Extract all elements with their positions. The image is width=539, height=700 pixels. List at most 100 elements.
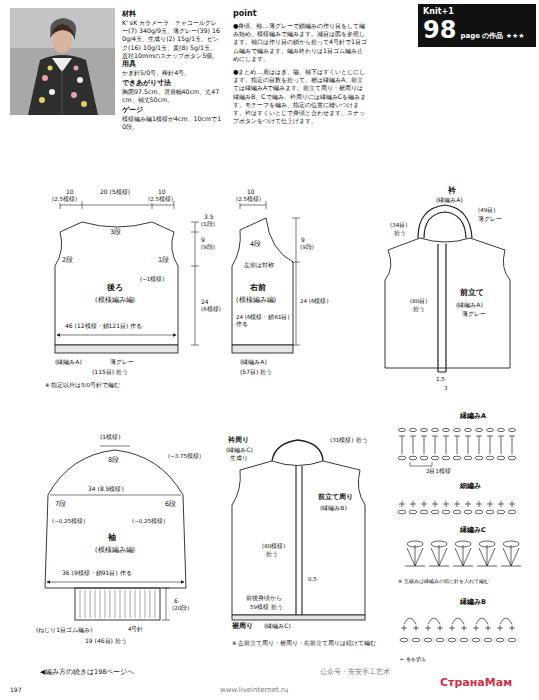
treble-stitch: [443, 436, 449, 454]
pattern-label: point: [233, 9, 256, 19]
title-text: 98: [423, 16, 456, 44]
treble-stitch: [399, 436, 405, 454]
dimension-line: [47, 582, 184, 583]
picot: [503, 541, 519, 547]
front-band: [438, 244, 446, 372]
pattern-label: 8段: [108, 456, 119, 464]
pattern-label: 薄グレー: [478, 216, 502, 223]
chain-stitch: [431, 456, 439, 460]
single-crochet: [509, 501, 515, 507]
pattern-label: ※ 五線みは縁編みの頭に針を入れて編む: [398, 578, 489, 585]
chain-stitch: [486, 510, 494, 514]
dimension-line: [50, 495, 181, 496]
watermark: www.liveinternet.ru: [220, 686, 288, 695]
chain-stitch: [436, 638, 444, 642]
pattern-label: できあがり寸法: [122, 79, 171, 88]
chain-stitch: [421, 428, 428, 431]
chain-stitch: [443, 428, 450, 431]
pattern-label: K' sK カラメーラ チャコールグレー(7) 340g/9玉、薄グレー(39)…: [122, 19, 222, 60]
chain-stitch: [412, 638, 420, 642]
pattern-label: (9段): [300, 244, 314, 251]
chain-stitch: [476, 428, 483, 431]
rib-line: [115, 590, 116, 618]
single-crochet: [401, 625, 407, 631]
pattern-label: 19 (46目) 拾う: [85, 637, 127, 645]
dimension-line: [57, 335, 176, 336]
pattern-label: 前後身頃から: [246, 595, 282, 602]
single-crochet: [425, 625, 431, 631]
chain-stitch: [497, 456, 505, 460]
pattern-label: 4号針: [128, 626, 144, 633]
chain-stitch: [453, 510, 461, 514]
pattern-label: 拾う: [413, 306, 425, 313]
chain-stitch: [454, 428, 461, 431]
pattern-label: (80目): [410, 298, 427, 305]
chain-stitch: [448, 638, 456, 642]
shell-stitch: [479, 545, 495, 566]
pattern-label: 1.5: [436, 376, 445, 383]
shell-stitch: [431, 545, 447, 566]
chain-stitch: [453, 456, 461, 460]
single-crochet: [432, 501, 438, 507]
chain-stitch: [432, 428, 439, 431]
single-crochet: [399, 501, 405, 507]
chain-stitch: [420, 510, 428, 514]
single-crochet: [449, 625, 455, 631]
pattern-label: 薄グレー: [110, 358, 134, 366]
chain-stitch: [398, 456, 406, 460]
single-crochet: [485, 625, 491, 631]
pattern-label: (115目) 拾う: [92, 368, 128, 376]
pattern-label: 拾う: [356, 437, 368, 444]
rib-line: [95, 590, 96, 618]
pattern-label: 縁編みC: [460, 526, 486, 534]
chain-stitch: [487, 428, 494, 431]
pattern-label: (縁編みA): [436, 196, 463, 204]
collar: [418, 205, 472, 238]
pattern-label: 3: [444, 385, 448, 392]
pattern-label: ← 糸を切る: [400, 656, 426, 663]
pattern-label: 用具: [122, 60, 136, 69]
pattern-label: (模様編み編): [95, 546, 135, 554]
chain-stitch: [400, 638, 408, 642]
chain-stitch: [464, 510, 472, 514]
chain-stitch: [475, 456, 483, 460]
single-crochet: [509, 625, 515, 631]
pattern-label: (1模様): [100, 433, 121, 441]
pattern-label: ※ 指定以外は5/0号針で編む: [45, 382, 120, 389]
pattern-label: 右前: [250, 283, 266, 293]
bracket: [410, 462, 432, 466]
shell-stitch: [503, 545, 519, 566]
treble-stitch: [432, 436, 438, 454]
pattern-label: 胸囲97.5cm、背肩幅40cm、丈47cm、袖丈50cm。: [122, 88, 222, 104]
chain-stitch: [498, 428, 505, 431]
chain-stitch: [398, 510, 406, 514]
shell-stitch: [407, 545, 423, 566]
dimension-line: [162, 588, 170, 620]
pattern-label: 10: [158, 188, 166, 196]
rib-line: [145, 590, 146, 618]
pattern-label: (9段): [201, 244, 215, 251]
rib-line: [125, 590, 126, 618]
pattern-label: 59模様 拾う: [250, 604, 283, 611]
sleeve-piece: [45, 450, 186, 588]
title-box: Knit+198page の作品 ★★★: [418, 4, 536, 47]
chain-stitch: [497, 510, 505, 514]
pattern-label: 後ろ: [107, 283, 123, 293]
single-crochet: [410, 501, 416, 507]
pattern-label: ゲージ: [122, 106, 143, 115]
pattern-label: (31模様): [330, 437, 353, 444]
title-text: Knit+1: [423, 7, 527, 16]
rib-line: [150, 590, 151, 618]
chain-stitch: [431, 510, 439, 514]
pattern-label: 3段: [110, 228, 121, 236]
chain-stitch: [442, 456, 450, 460]
pattern-label: (49目): [478, 207, 495, 214]
pattern-label: 前立て: [460, 288, 484, 298]
pattern-label: 縁編みB: [460, 598, 486, 606]
chain-stitch: [424, 638, 432, 642]
pattern-label: 24: [201, 298, 209, 306]
pattern-label: (2.5模様): [148, 196, 173, 203]
single-crochet: [476, 501, 482, 507]
pattern-label: (ねじり1目ゴム編み): [36, 626, 93, 634]
treble-stitch: [454, 436, 460, 454]
